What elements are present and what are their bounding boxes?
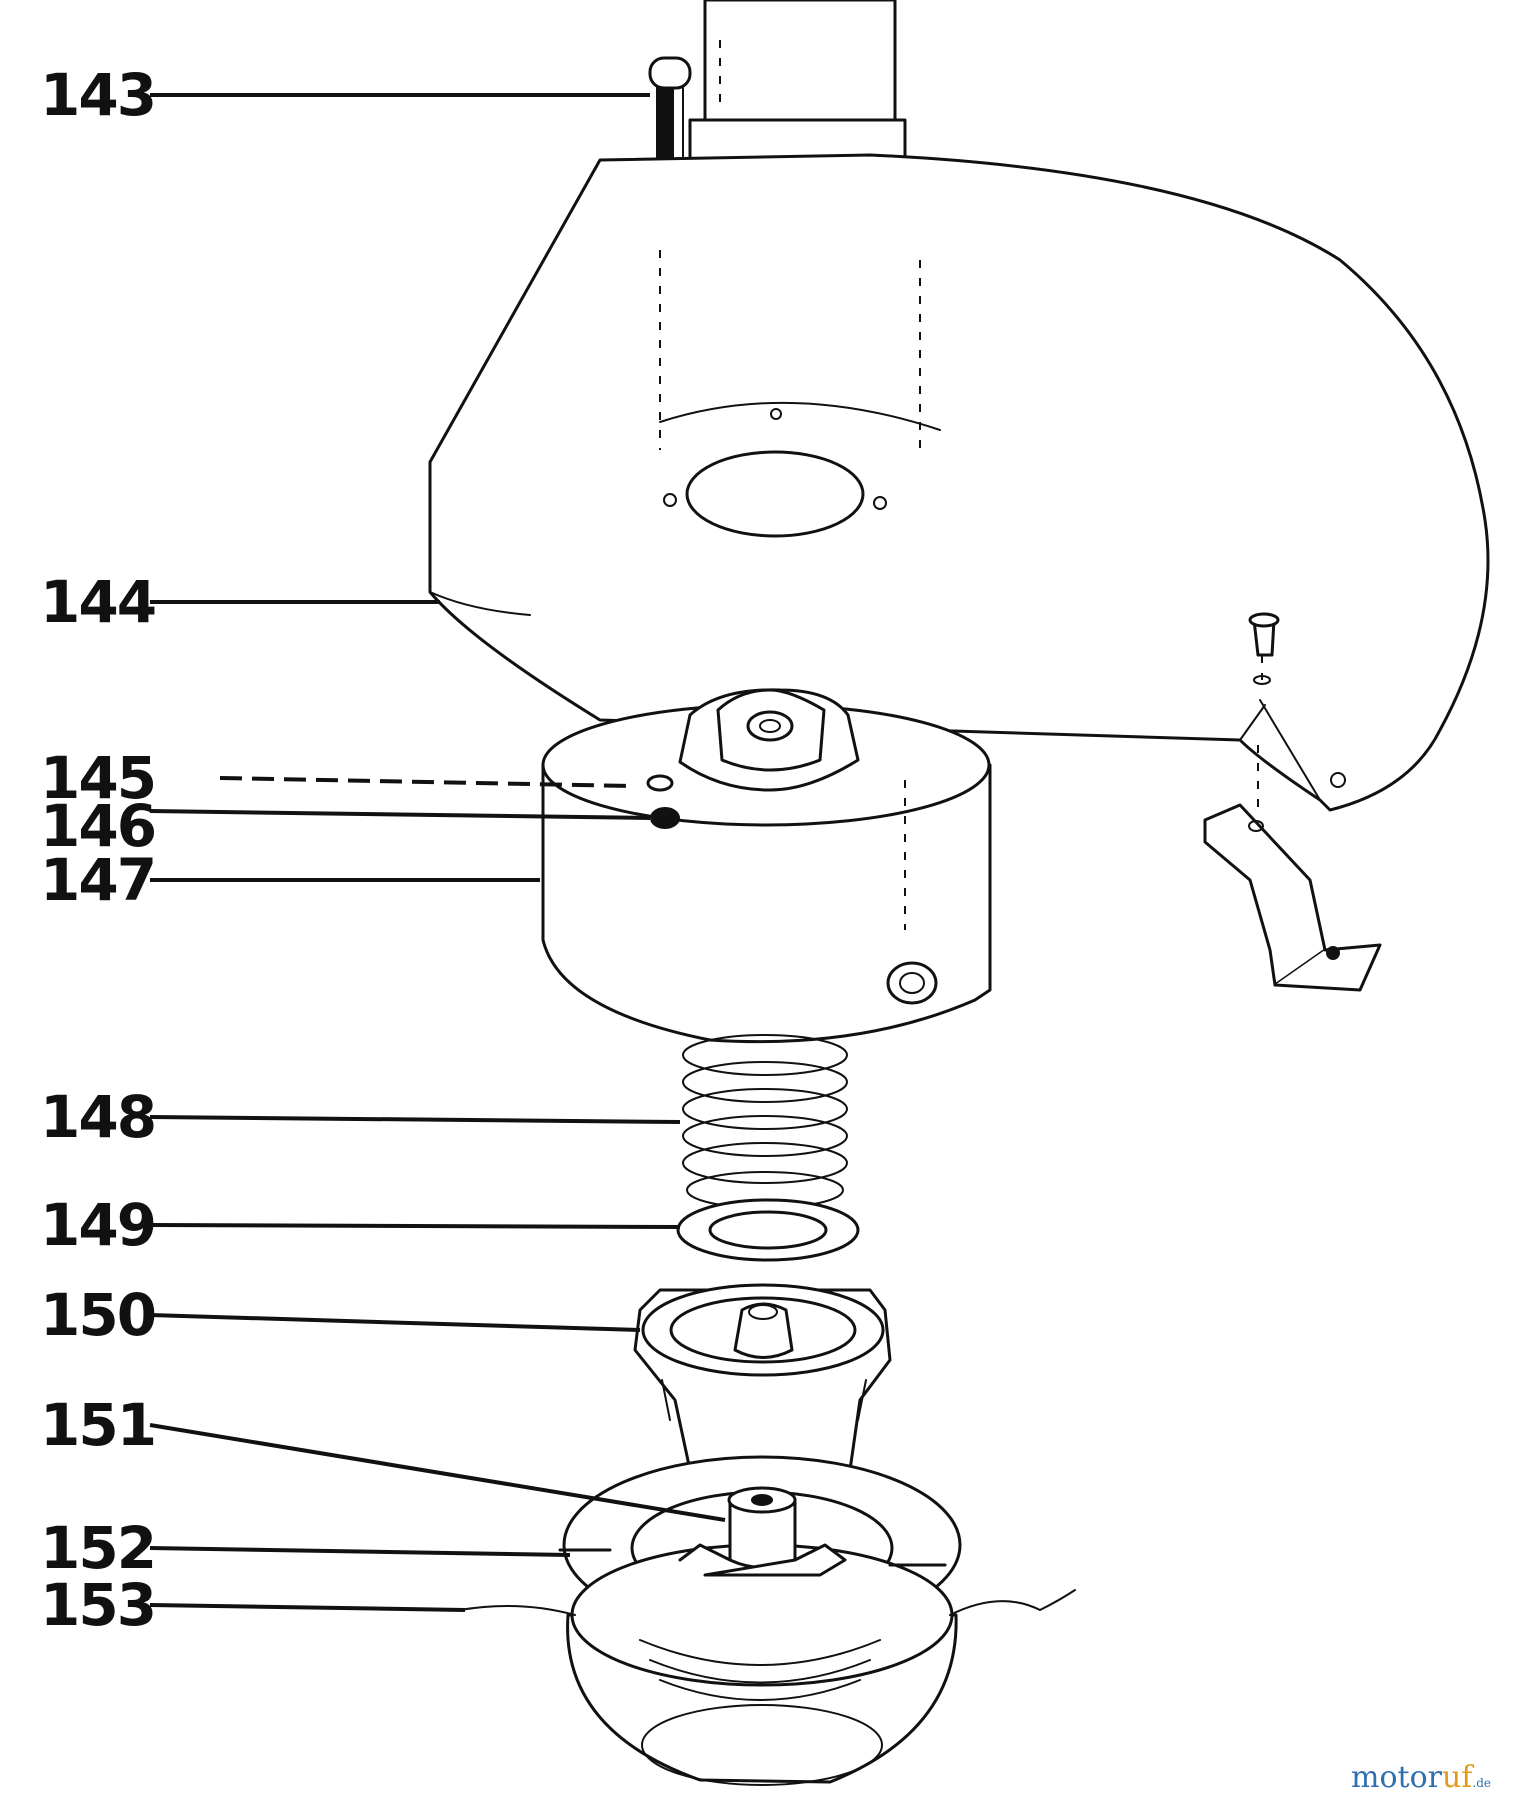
spool-cup-150 [633,1283,892,1512]
leader-145 [219,776,631,788]
part-label-150: 150 [40,1281,155,1349]
leader-150 [149,1313,641,1332]
part-label-146: 146 [40,792,155,860]
watermark-tld: .de [1472,1776,1492,1790]
guard-144 [428,153,1490,812]
gear-housing-147 [541,688,992,1044]
leader-151 [149,1423,726,1522]
part-label-149: 149 [40,1191,155,1259]
part-label-151: 151 [40,1391,155,1459]
leader-148 [149,1115,681,1124]
spring-148 [682,1034,848,1209]
leader-152 [149,1546,571,1557]
part-label-148: 148 [40,1083,155,1151]
spool-head-151-153 [459,1455,1076,1786]
watermark-logo: motoruf.de [1351,1760,1491,1795]
part-label-153: 153 [40,1571,155,1639]
washer-145 [646,774,674,792]
leader-lines [149,93,726,1612]
part-label-152: 152 [40,1514,155,1582]
leader-146 [149,809,651,820]
leader-149 [149,1223,681,1229]
bolt-143 [648,56,692,169]
part-labels: 143 144 145 146 147 148 149 150 151 152 … [40,61,157,1639]
leader-153 [149,1603,466,1612]
washer-ring-149 [676,1198,860,1262]
part-label-144: 144 [40,568,155,636]
part-label-147: 147 [40,846,155,914]
watermark-main: motor [1351,1760,1442,1795]
part-label-143: 143 [40,61,155,129]
mount-bracket [1203,745,1382,992]
watermark-accent: uf [1441,1760,1473,1795]
part-label-145: 145 [40,744,155,812]
nut-146 [650,807,680,829]
